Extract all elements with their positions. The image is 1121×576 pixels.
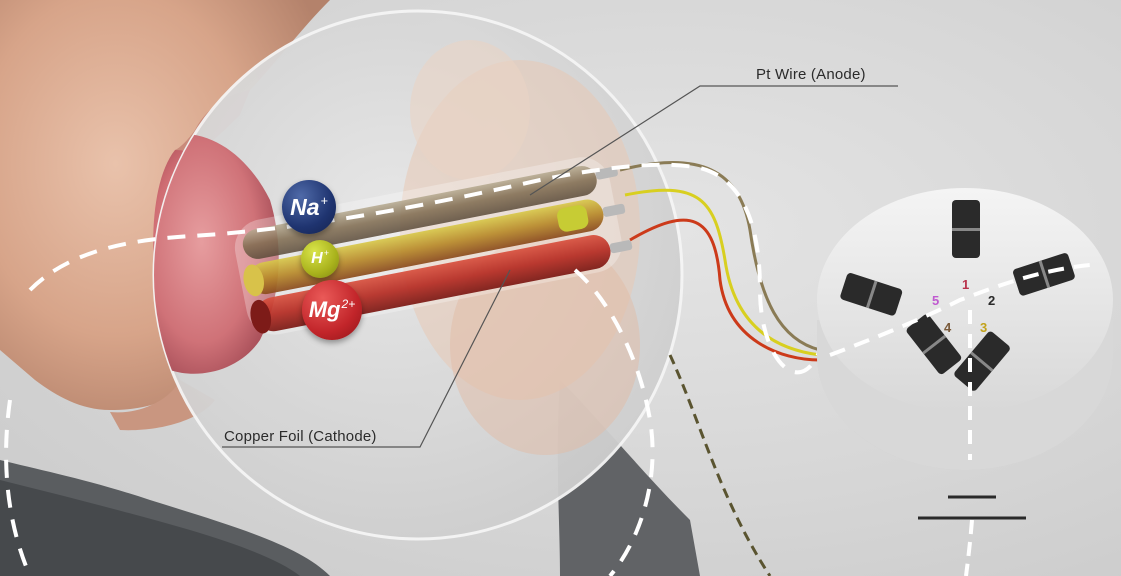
flow-dashes-left (4, 399, 32, 576)
pin-3 (609, 240, 633, 254)
sodium-symbol: Na (290, 193, 320, 220)
tube-cap-2 (250, 299, 272, 334)
slot-number-3: 3 (980, 320, 988, 335)
callout-line-cathode (222, 269, 511, 448)
slot-number-1: 1 (962, 277, 970, 292)
ground-dashes (964, 519, 974, 576)
tube-yellow (249, 199, 604, 295)
switch-top (952, 200, 980, 258)
flow-dashes (28, 162, 822, 375)
disk-device (817, 188, 1113, 470)
electrode-end (557, 205, 589, 232)
wire-yellow (624, 188, 821, 357)
cathode-label: Copper Foil (Cathode) (224, 428, 377, 445)
magnesium-charge: 2+ (341, 297, 356, 311)
finger-magnified (410, 40, 530, 180)
tube-grey (242, 165, 597, 259)
switch-bottom-left (906, 314, 962, 375)
anode-label: Pt Wire (Anode) (756, 66, 866, 83)
tube-cap-1 (243, 264, 264, 297)
hydrogen-charge: + (323, 248, 329, 258)
tongue-magnified (154, 133, 279, 374)
palm-magnified (450, 235, 640, 455)
sodium-charge: + (320, 194, 328, 208)
magnesium-symbol: Mg (308, 297, 341, 322)
switch-bottom-right (954, 331, 1010, 391)
wire-grey (619, 161, 821, 352)
wire-dark-dashed (668, 354, 772, 576)
slot-number-2: 2 (988, 293, 996, 308)
hydrogen-symbol: H (311, 250, 323, 267)
sweater-shadow (0, 480, 300, 576)
switch-left (840, 273, 903, 316)
disk-dashes (829, 263, 1091, 357)
wire-red (629, 218, 821, 362)
pin-2 (602, 203, 626, 217)
callout-line-anode (529, 85, 898, 196)
slot-number-4: 4 (944, 320, 952, 335)
flow-dashes-lower (573, 268, 655, 576)
switch-right (1013, 253, 1075, 296)
slot-number-5: 5 (932, 293, 940, 308)
hydrogen-ion-badge: H+ (301, 240, 339, 278)
sodium-ion-badge: Na+ (282, 180, 336, 234)
